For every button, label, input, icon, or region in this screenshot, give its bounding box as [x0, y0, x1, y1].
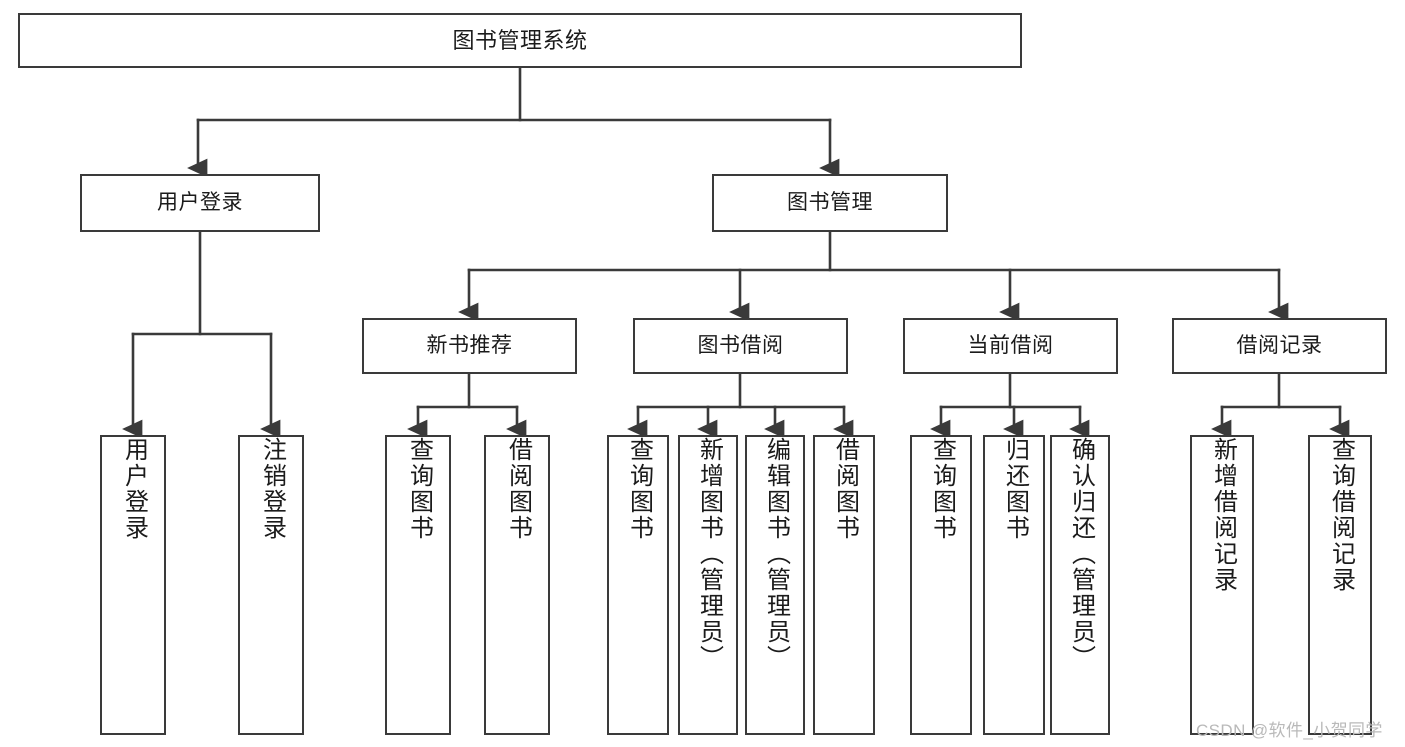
node-leaf-return-book-label: 归还图书 — [1001, 437, 1029, 541]
node-leaf-user-login-label: 用户登录 — [120, 437, 148, 541]
node-leaf-borrow-book[interactable]: 借阅图书 — [813, 435, 875, 735]
node-current-borrow[interactable]: 当前借阅 — [903, 318, 1118, 374]
node-book-borrow[interactable]: 图书借阅 — [633, 318, 848, 374]
node-leaf-query-book-rec-label: 查询图书 — [405, 437, 433, 541]
node-leaf-add-borrow-record-label: 新增借阅记录 — [1209, 437, 1237, 593]
node-root[interactable]: 图书管理系统 — [18, 13, 1022, 68]
node-leaf-borrow-book-rec[interactable]: 借阅图书 — [484, 435, 550, 735]
node-leaf-return-book[interactable]: 归还图书 — [983, 435, 1045, 735]
node-current-borrow-label: 当前借阅 — [967, 333, 1054, 357]
node-root-label: 图书管理系统 — [452, 27, 588, 53]
node-leaf-query-book-rec[interactable]: 查询图书 — [385, 435, 451, 735]
node-leaf-query-book-borrow-label: 查询图书 — [625, 437, 653, 541]
node-book-manage-label: 图书管理 — [787, 190, 873, 214]
node-leaf-confirm-return-label: 确认归还（管理员） — [1067, 437, 1095, 671]
node-book-borrow-label: 图书借阅 — [697, 333, 784, 357]
node-leaf-query-borrow-record-label: 查询借阅记录 — [1327, 437, 1355, 593]
node-leaf-user-logout-label: 注销登录 — [258, 437, 286, 541]
node-leaf-query-book-borrow[interactable]: 查询图书 — [607, 435, 669, 735]
node-leaf-user-logout[interactable]: 注销登录 — [238, 435, 304, 735]
node-borrow-record-label: 借阅记录 — [1236, 333, 1323, 357]
node-leaf-borrow-book-label: 借阅图书 — [831, 437, 859, 541]
csdn-watermark: CSDN @软件_小贺同学 — [1196, 721, 1383, 740]
node-new-book-recommend-label: 新书推荐 — [426, 333, 513, 357]
node-user-login[interactable]: 用户登录 — [80, 174, 320, 232]
node-leaf-add-book-label: 新增图书（管理员） — [695, 437, 723, 671]
node-leaf-query-book-current[interactable]: 查询图书 — [910, 435, 972, 735]
node-book-manage[interactable]: 图书管理 — [712, 174, 948, 232]
node-borrow-record[interactable]: 借阅记录 — [1172, 318, 1387, 374]
node-leaf-query-borrow-record[interactable]: 查询借阅记录 — [1308, 435, 1372, 735]
node-leaf-borrow-book-rec-label: 借阅图书 — [504, 437, 532, 541]
node-leaf-confirm-return[interactable]: 确认归还（管理员） — [1050, 435, 1110, 735]
node-leaf-add-book[interactable]: 新增图书（管理员） — [678, 435, 738, 735]
node-leaf-user-login[interactable]: 用户登录 — [100, 435, 166, 735]
node-leaf-edit-book[interactable]: 编辑图书（管理员） — [745, 435, 805, 735]
node-new-book-recommend[interactable]: 新书推荐 — [362, 318, 577, 374]
node-leaf-edit-book-label: 编辑图书（管理员） — [762, 437, 790, 671]
node-leaf-add-borrow-record[interactable]: 新增借阅记录 — [1190, 435, 1254, 735]
node-user-login-label: 用户登录 — [157, 190, 243, 214]
node-leaf-query-book-current-label: 查询图书 — [928, 437, 956, 541]
